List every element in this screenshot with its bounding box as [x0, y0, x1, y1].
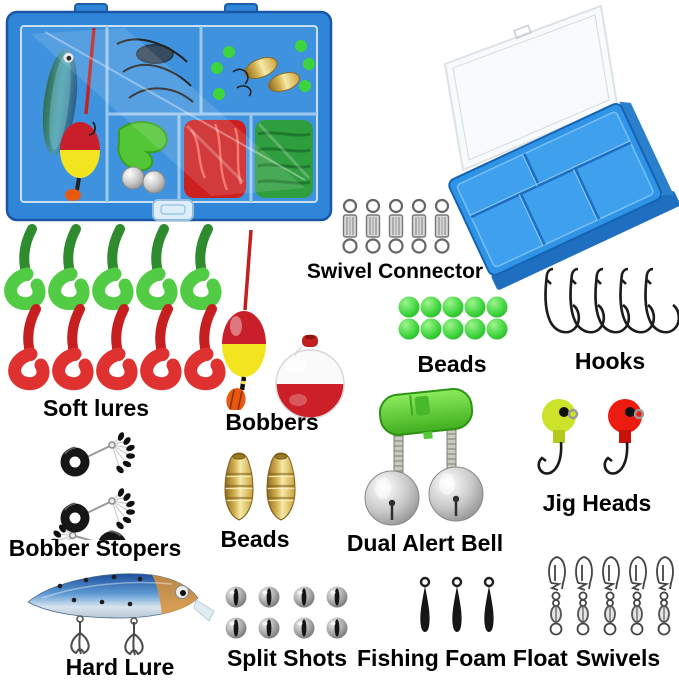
label-hooks: Hooks — [574, 348, 646, 374]
green-bead-icons — [398, 296, 508, 340]
label-jig-heads: Jig Heads — [542, 490, 652, 516]
hooks-group — [535, 266, 679, 344]
bell-clamp-icon — [378, 387, 474, 440]
bobber-stick-icon — [84, 27, 96, 115]
round-bobber — [268, 332, 352, 424]
soft-lure-red-icons — [6, 304, 226, 392]
label-beads-gold: Beads — [220, 526, 290, 552]
bobber-stopper-icons — [45, 430, 137, 540]
box-latch-icon — [152, 199, 194, 221]
bell-in-box-icon — [117, 121, 168, 194]
snap-swivel-icons — [548, 556, 674, 636]
swivels-group — [543, 553, 679, 641]
red-lure-bag-icon — [184, 120, 246, 198]
label-hard-lure: Hard Lure — [65, 654, 175, 680]
green-lure-bag-icon — [255, 120, 313, 198]
jig-heads-group — [535, 392, 667, 488]
pencil-bobber-icon — [222, 230, 266, 410]
split-shot-icons — [225, 586, 348, 639]
beads-gold-group — [210, 448, 310, 524]
bobber-stopers-group — [18, 430, 188, 540]
label-dual-alert-bell: Dual Alert Bell — [346, 530, 504, 556]
bell-right-icon — [428, 466, 484, 522]
jig-head-red-icon — [603, 399, 645, 475]
swivel-connector-icons — [342, 198, 450, 254]
beads-green-group — [398, 296, 510, 344]
split-shots-group — [225, 586, 355, 642]
tackle-box-filled-icon — [5, 3, 333, 222]
pencil-bobber — [216, 230, 280, 410]
label-split-shots: Split Shots — [226, 645, 348, 671]
label-bobber-stopers: Bobber Stopers — [8, 535, 182, 561]
dual-alert-bell-group — [350, 382, 502, 530]
dual-alert-bell-icon — [364, 387, 484, 526]
label-swivels: Swivels — [575, 645, 661, 671]
jig-head-yellow-icon — [537, 399, 579, 475]
hard-lure-group — [22, 556, 222, 656]
label-soft-lures: Soft lures — [42, 395, 150, 421]
hooks-in-box-icon — [116, 38, 194, 103]
soft-lures-green-row — [2, 224, 222, 310]
soft-lure-green-icons — [2, 224, 222, 310]
foam-float-icons — [419, 576, 495, 634]
gold-bead-icons — [223, 451, 297, 522]
foam-float-group — [408, 576, 508, 638]
tackle-box-empty — [417, 0, 679, 290]
tackle-box-filled — [5, 2, 341, 228]
bobber-in-box-icon — [60, 121, 100, 201]
label-swivel-connector: Swivel Connector — [306, 260, 484, 283]
hook-icons — [544, 267, 679, 334]
beads-in-box-icon — [211, 40, 315, 100]
swivel-connector-group — [340, 198, 452, 258]
bell-left-icon — [364, 470, 420, 526]
label-fishing-foam-float: Fishing Foam Float — [357, 645, 568, 671]
tackle-box-empty-icon — [443, 4, 679, 290]
jig-head-icons — [537, 399, 645, 475]
hard-lure-icon — [27, 573, 215, 656]
soft-lures-red-row — [6, 304, 226, 392]
round-bobber-icon — [275, 334, 345, 419]
label-beads-green: Beads — [417, 351, 487, 377]
label-bobbers: Bobbers — [225, 409, 319, 435]
